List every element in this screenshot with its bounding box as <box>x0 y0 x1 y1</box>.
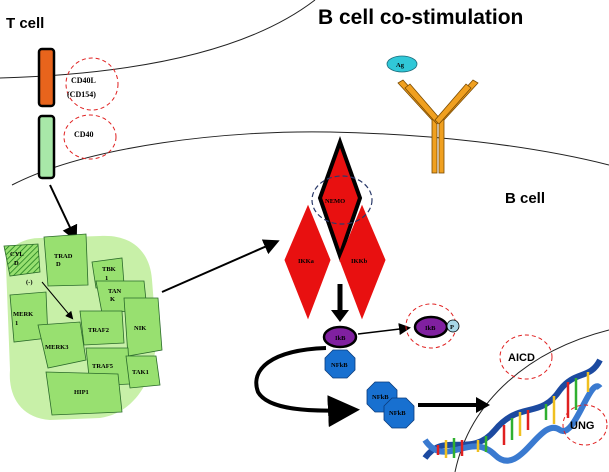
phosphate-label: P <box>450 324 454 331</box>
merk3-label: MERK3 <box>45 344 69 351</box>
dna-helix <box>422 358 603 464</box>
complex-blob-nik <box>123 297 163 357</box>
arrow-to-phospho-ikb <box>357 323 411 336</box>
ikb-label: IkB <box>335 335 346 342</box>
antigen <box>386 55 418 73</box>
aicd-highlight-circle <box>499 334 553 380</box>
ung-label: UNG <box>570 420 594 432</box>
inhibit-symbol: (-) <box>26 279 33 286</box>
arrow-ikk-to-ikb-head <box>331 310 349 322</box>
ikkb-label: IKKb <box>351 258 368 265</box>
nemo-diamond <box>317 136 363 263</box>
ikkb-diamond <box>339 204 386 320</box>
tradd-label-line1: TRAD <box>54 253 73 260</box>
tank-label-line2: K <box>110 296 115 303</box>
merk1-label-line1: MERK <box>13 311 33 318</box>
complex-blob-cyld <box>3 243 41 277</box>
cd40l-receptor <box>37 47 56 108</box>
complex-blob-traf2 <box>79 310 125 346</box>
cd40-highlight-circle <box>63 114 117 160</box>
complex-blob-tak1 <box>125 355 161 389</box>
arrow-nfkb-to-dna-head <box>476 397 490 413</box>
b-cell-label: B cell <box>505 190 545 207</box>
nemo-label: NEMO <box>325 198 345 205</box>
arrow-inside-complex <box>41 281 74 320</box>
complex-blob-hip1 <box>45 371 123 416</box>
ung-highlight-circle <box>562 404 608 446</box>
tradd-label-line2: D <box>56 261 61 268</box>
arrow-nfkb-translocation <box>254 346 360 428</box>
nfkb-dimer-2 <box>383 397 415 429</box>
phosphate-group <box>446 319 460 333</box>
tbk1-label-line2: 1 <box>105 275 108 282</box>
cd40-label: CD40 <box>74 130 94 139</box>
cyld-label-line1: CYL <box>10 251 24 258</box>
cd40l-label-line1: CD40L <box>71 76 96 85</box>
tank-label-line1: TAN <box>108 288 122 295</box>
nfkb-label: NFkB <box>331 362 348 369</box>
t-cell-label: T cell <box>6 15 44 32</box>
tak1-label: TAK1 <box>132 369 149 376</box>
traf2-label: TRAF2 <box>88 327 109 334</box>
complex-blob-tradd <box>43 233 89 287</box>
signaling-complex <box>3 233 163 420</box>
diagram-title: B cell co-stimulation <box>318 6 523 29</box>
ikb-molecule <box>322 325 358 349</box>
cd40l-highlight-circle <box>65 57 119 111</box>
nfkb-dimer-1-label: NFkB <box>372 394 389 401</box>
aicd-label: AICD <box>508 352 535 364</box>
nik-label: NIK <box>134 325 146 332</box>
traf5-label: TRAF5 <box>92 363 114 370</box>
ikka-label: IKKa <box>298 258 315 265</box>
nfkb-molecule <box>324 349 356 379</box>
tbk1-label-line1: TBK <box>102 266 116 273</box>
arrow-cd40-to-complex <box>49 184 78 242</box>
ikk-complex <box>284 136 386 320</box>
cyld-label-line2: D <box>14 260 19 267</box>
antigen-label: Ag <box>396 62 405 69</box>
cd40l-label-line2: (CD154) <box>67 90 96 99</box>
nfkb-dimer-2-label: NFkB <box>389 410 406 417</box>
hip1-label: HIP1 <box>74 389 89 396</box>
b-cell-membrane <box>11 131 609 186</box>
b-cell-receptor <box>397 79 479 174</box>
merk1-label-line2: 1 <box>15 320 18 327</box>
arrow-complex-to-ikk <box>161 239 280 293</box>
nemo-highlight-circle <box>311 175 373 225</box>
cd40-receptor <box>37 114 56 180</box>
complex-blob-merk3 <box>37 321 87 369</box>
phospho-ikb-label: IkB <box>425 325 436 332</box>
ikka-diamond <box>284 204 331 320</box>
